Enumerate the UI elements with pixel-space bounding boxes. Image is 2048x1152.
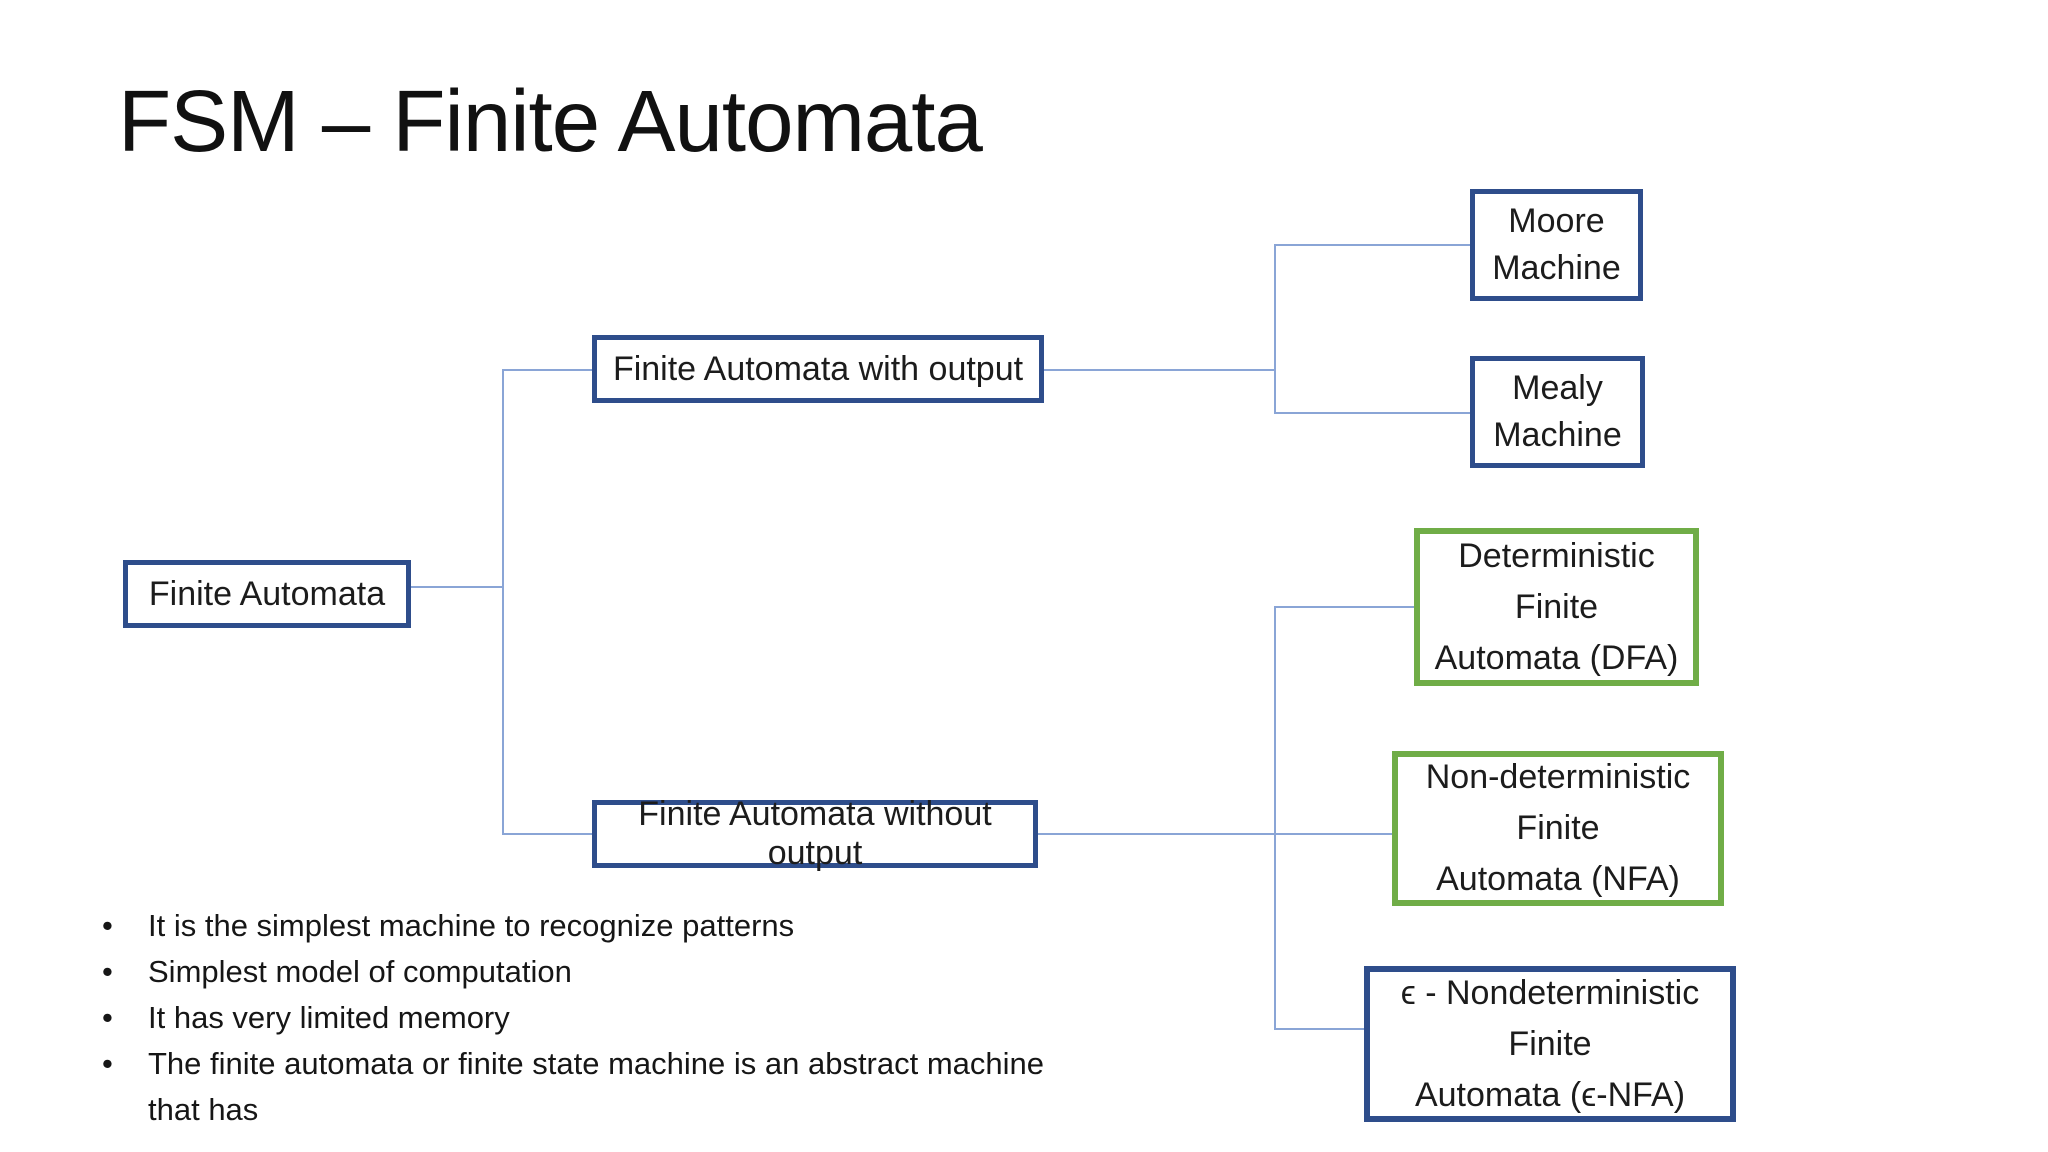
node-nfa-label: Non-deterministic Finite Automata (NFA) xyxy=(1425,758,1691,898)
node-with-output-label: Finite Automata with output xyxy=(612,349,1024,388)
node-without-output-label: Finite Automata without output xyxy=(638,795,992,872)
connector-without-output-vertical xyxy=(1274,606,1276,1030)
node-nfa: Non-deterministic Finite Automata (NFA) xyxy=(1392,751,1724,906)
bullet-item: It is the simplest machine to recognize … xyxy=(96,903,1048,949)
node-finite-automata-with-output: Finite Automata with output xyxy=(592,335,1044,403)
slide-title: FSM – Finite Automata xyxy=(118,73,983,170)
bullet-item: The finite automata or finite state mach… xyxy=(96,1041,1048,1133)
bullet-item: It has very limited memory xyxy=(96,995,1048,1041)
connector-to-enfa xyxy=(1274,1028,1365,1030)
node-finite-automata: Finite Automata xyxy=(123,560,411,628)
node-dfa: Deterministic Finite Automata (DFA) xyxy=(1414,528,1699,686)
connector-with-output-vertical xyxy=(1274,244,1276,414)
node-mealy-label: Mealy Machine xyxy=(1493,369,1622,454)
bullet-item: Simplest model of computation xyxy=(96,949,1048,995)
node-moore-machine: Moore Machine xyxy=(1470,189,1643,301)
node-finite-automata-label: Finite Automata xyxy=(148,574,386,613)
connector-without-output-horizontal xyxy=(1038,833,1393,835)
node-epsilon-nfa: ϵ - Nondeterministic Finite Automata (ϵ-… xyxy=(1364,966,1736,1122)
bullet-list: It is the simplest machine to recognize … xyxy=(96,903,1048,1133)
connector-root-horizontal xyxy=(411,586,503,588)
node-mealy-machine: Mealy Machine xyxy=(1470,356,1645,468)
connector-to-without-output xyxy=(502,833,594,835)
node-finite-automata-without-output: Finite Automata without output xyxy=(592,795,1038,872)
connector-with-output-horizontal xyxy=(1044,369,1275,371)
connector-to-with-output xyxy=(502,369,594,371)
connector-to-mealy xyxy=(1274,412,1471,414)
connector-to-moore xyxy=(1274,244,1471,246)
node-epsilon-nfa-label: ϵ - Nondeterministic Finite Automata (ϵ-… xyxy=(1400,973,1700,1114)
node-moore-label: Moore Machine xyxy=(1492,202,1621,287)
connector-to-dfa xyxy=(1274,606,1415,608)
node-dfa-label: Deterministic Finite Automata (DFA) xyxy=(1434,536,1679,677)
connector-root-vertical xyxy=(502,369,504,835)
